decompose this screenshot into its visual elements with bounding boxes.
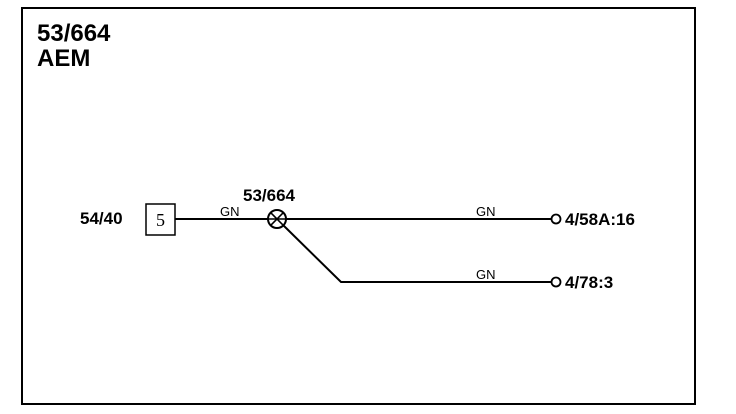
wire-splice-to-lower-terminal[interactable] bbox=[282, 224, 551, 283]
diagram-frame bbox=[21, 7, 696, 405]
wire-color-label: GN bbox=[476, 204, 496, 219]
splice-label: 53/664 bbox=[243, 186, 296, 205]
terminal-circle-icon[interactable] bbox=[550, 276, 562, 288]
splice-node-icon[interactable] bbox=[267, 209, 287, 229]
diagram-subtitle: AEM bbox=[37, 45, 90, 72]
terminal-circle-icon[interactable] bbox=[550, 213, 562, 225]
diagram-title: 53/664 bbox=[37, 20, 111, 47]
upper-terminal-label: 4/58A:16 bbox=[565, 210, 635, 229]
connector-pin-number: 5 bbox=[156, 210, 165, 230]
lower-terminal-label: 4/78:3 bbox=[565, 273, 613, 292]
wire-color-label: GN bbox=[220, 204, 240, 219]
left-connector-label: 54/40 bbox=[80, 209, 123, 228]
wire-color-label: GN bbox=[476, 267, 496, 282]
connector-pin-box[interactable]: 5 bbox=[145, 203, 176, 236]
